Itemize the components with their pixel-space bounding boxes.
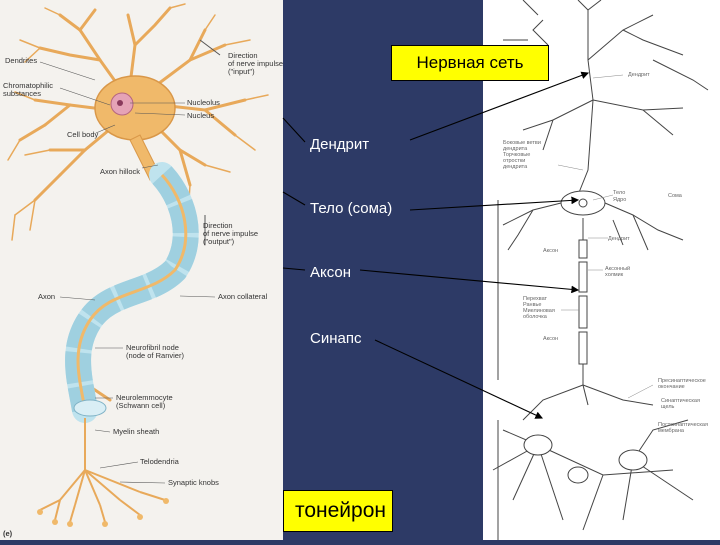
neuron-line-diagram: Дендрит Боковые ветви дендрита Торчковые… bbox=[483, 0, 720, 540]
pointer-axon-left bbox=[282, 267, 306, 271]
rlabel-postsynaptic: Постсинаптическая мембрана bbox=[658, 422, 708, 434]
pointer-dendrite-left bbox=[282, 117, 306, 143]
rlabel-dendrite-2: Дендрит bbox=[608, 236, 630, 242]
rlabel-nucleus: Ядро bbox=[613, 197, 627, 203]
rlabel-axon: Аксон bbox=[543, 248, 559, 254]
label-neurofibril-node: Neurofibril node (node of Ranvier) bbox=[126, 343, 184, 360]
slide-title: Нервная сеть bbox=[391, 45, 549, 81]
part-label-axon: Аксон bbox=[310, 264, 352, 281]
bottom-caption: тонейрон bbox=[283, 490, 393, 532]
label-axon-hillock: Axon hillock bbox=[100, 167, 141, 176]
label-myelin-sheath: Myelin sheath bbox=[113, 427, 160, 436]
pointer-soma bbox=[409, 196, 580, 211]
label-neurolemmocyte: Neurolemmocyte (Schwann cell) bbox=[116, 393, 173, 410]
label-nucleolus: Nucleolus bbox=[187, 98, 220, 107]
rlabel-soma: Сома bbox=[668, 193, 682, 199]
label-dendrites: Dendrites bbox=[5, 56, 38, 65]
rlabel-body: Тело bbox=[613, 190, 626, 196]
rlabel-dendrite: Дендрит bbox=[628, 72, 650, 78]
label-chromatophilic: Chromatophilic substances bbox=[3, 81, 54, 98]
label-synaptic-knobs: Synaptic knobs bbox=[168, 478, 219, 487]
label-nucleus: Nucleus bbox=[187, 111, 215, 120]
pointer-axon bbox=[359, 269, 580, 294]
rlabel-presynaptic: Пресинаптическое окончание bbox=[658, 378, 706, 390]
label-telodendria: Telodendria bbox=[140, 457, 179, 466]
label-axon: Axon bbox=[38, 292, 56, 301]
part-label-dendrite: Дендрит bbox=[310, 136, 370, 153]
label-direction-input: Direction of nerve impulse ("input") bbox=[228, 51, 284, 76]
neuron-anatomy-illustration: Dendrites Chromatophilic substances Cell… bbox=[0, 0, 283, 540]
pointer-soma-left bbox=[282, 191, 306, 206]
panel-letter: (e) bbox=[3, 529, 13, 538]
rlabel-axon-2: Аксон bbox=[543, 336, 559, 342]
rlabel-axon-hillock: Аксонный холмик bbox=[605, 266, 631, 278]
pointer-dendrite bbox=[409, 71, 590, 141]
rlabel-myelin: Перехват Ранвье Миелиновая оболочка bbox=[523, 296, 555, 320]
part-label-soma: Тело (сома) bbox=[310, 200, 393, 217]
neuron-drawing bbox=[7, 3, 269, 527]
rlabel-body-notes: Боковые ветви дендрита Торчковые отростк… bbox=[503, 140, 541, 170]
label-axon-collateral: Axon collateral bbox=[218, 292, 268, 301]
rlabel-synaptic-cleft: Синаптическая щель bbox=[661, 398, 700, 410]
label-direction-output: Direction of nerve impulse ("output") bbox=[203, 221, 259, 246]
pointer-synapse bbox=[374, 339, 543, 419]
label-cell-body: Cell body bbox=[67, 130, 99, 139]
part-label-synapse: Синапс bbox=[310, 330, 362, 347]
